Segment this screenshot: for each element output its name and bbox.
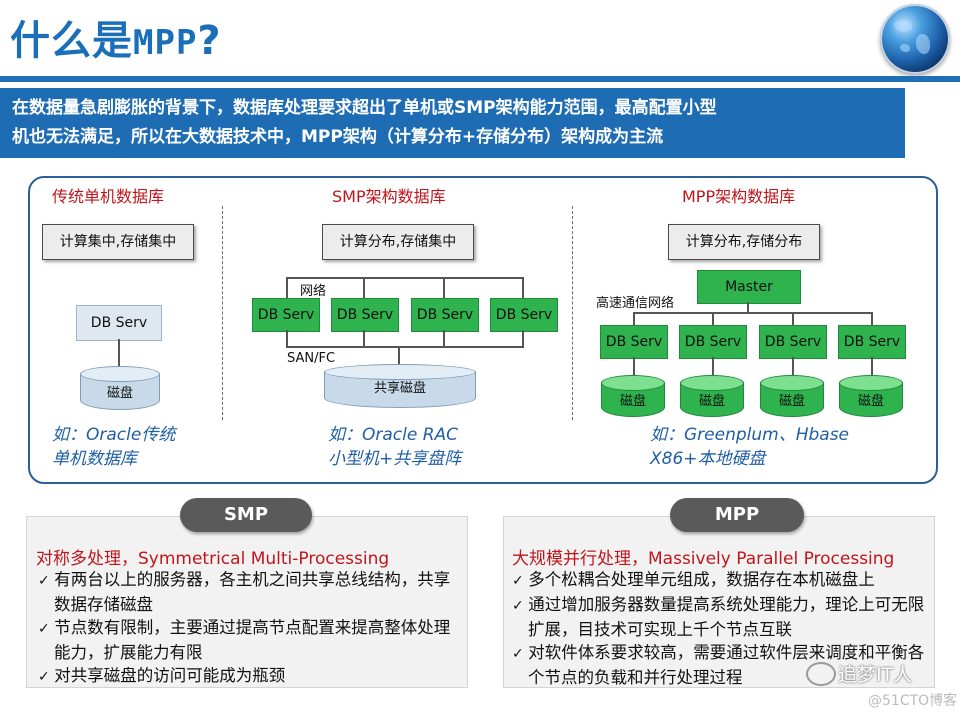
- mpp-local-disk: 磁盘: [839, 375, 903, 417]
- mpp-panel: [503, 516, 935, 688]
- check-icon: ✓: [512, 598, 529, 614]
- single-db-disk: 磁盘: [80, 366, 160, 410]
- single-db-server: DB Serv: [76, 305, 162, 341]
- mpp-local-disk: 磁盘: [680, 375, 744, 417]
- connector-line: [871, 357, 873, 377]
- connector-line: [286, 277, 288, 299]
- connector-line: [443, 330, 445, 348]
- mpp-bullet-list: ✓ 多个松耦合处理单元组成，数据存在本机磁盘上 ✓ 通过增加服务器数量提高系统处…: [512, 568, 930, 689]
- mpp-local-disk: 磁盘: [601, 375, 665, 417]
- smp-db-title: SMP架构数据库: [332, 187, 446, 206]
- list-item: ✓ 对共享磁盘的访问可能成为瓶颈: [38, 666, 286, 685]
- smp-bullet-list: ✓ 有两台以上的服务器，各主机之间共享总线结构，共享数据存储磁盘 ✓ 节点数有限…: [38, 568, 462, 689]
- intro-text: 在数据量急剧膨胀的背景下，数据库处理要求超出了单机或SMP架构能力范围，最高配置…: [12, 98, 717, 147]
- single-db-title: 传统单机数据库: [52, 187, 165, 206]
- list-item: ✓ 有两台以上的服务器，各主机之间共享总线结构，共享数据存储磁盘: [38, 570, 451, 614]
- connector-line: [792, 312, 794, 326]
- page-title: 什么是MPP?: [10, 18, 222, 64]
- smp-san-bus: [286, 346, 524, 348]
- smp-network-label: 网络: [300, 284, 327, 299]
- connector-line: [747, 302, 749, 314]
- mpp-network-label: 高速通信网络: [596, 296, 675, 311]
- smp-shared-disk: 共享磁盘: [324, 364, 476, 408]
- list-item: ✓ 对软件体系要求较高，需要通过软件层来调度和平衡各个节点的负载和并行处理过程: [512, 643, 925, 687]
- mpp-local-disk-label: 磁盘: [698, 394, 725, 409]
- check-icon: ✓: [512, 646, 529, 662]
- check-icon: ✓: [512, 573, 529, 589]
- mpp-db-server: DB Serv: [838, 325, 906, 359]
- mpp-local-disk-label: 磁盘: [857, 394, 884, 409]
- mpp-db-title: MPP架构数据库: [682, 187, 796, 206]
- connector-line: [792, 357, 794, 377]
- connector-line: [398, 346, 400, 366]
- single-db-mode-box: 计算集中,存储集中: [42, 224, 194, 260]
- watermark-name: 追梦IT人: [838, 664, 913, 686]
- single-db-example: 如：Oracle传统 单机数据库: [52, 425, 176, 469]
- mpp-master-node: Master: [697, 270, 801, 304]
- smp-san-label: SAN/FC: [287, 351, 336, 366]
- mpp-heading: 大规模并行处理，Massively Parallel Processing: [512, 549, 895, 569]
- list-item: ✓ 通过增加服务器数量提高系统处理能力，理论上可无限扩展，目技术可实现上千个节点…: [512, 595, 925, 639]
- connector-line: [118, 339, 120, 369]
- mpp-network-bus: [633, 312, 873, 314]
- connector-line: [363, 277, 365, 299]
- header-divider: [0, 76, 960, 82]
- smp-heading: 对称多处理，Symmetrical Multi-Processing: [36, 549, 390, 569]
- title-bar: [0, 0, 960, 76]
- mpp-db-server: DB Serv: [600, 325, 668, 359]
- column-separator: [572, 206, 573, 420]
- connector-line: [522, 330, 524, 348]
- check-icon: ✓: [38, 573, 55, 589]
- connector-line: [363, 330, 365, 348]
- smp-panel: [26, 516, 468, 688]
- smp-shared-disk-label: 共享磁盘: [373, 381, 426, 396]
- connector-line: [633, 357, 635, 377]
- check-icon: ✓: [38, 621, 55, 637]
- single-db-disk-label: 磁盘: [106, 386, 133, 401]
- wechat-icon: [806, 662, 836, 686]
- smp-db-server: DB Serv: [331, 298, 399, 332]
- connector-line: [286, 330, 288, 348]
- list-item: ✓ 多个松耦合处理单元组成，数据存在本机磁盘上: [512, 570, 875, 589]
- smp-db-example: 如：Oracle RAC 小型机+共享盘阵: [328, 425, 462, 469]
- connector-line: [712, 357, 714, 377]
- smp-network-bus: [286, 277, 524, 279]
- mpp-db-mode-box: 计算分布,存储分布: [668, 224, 820, 260]
- mpp-local-disk: 磁盘: [760, 375, 824, 417]
- mpp-local-disk-label: 磁盘: [778, 394, 805, 409]
- column-separator: [222, 206, 223, 420]
- connector-line: [712, 312, 714, 326]
- connector-line: [633, 312, 635, 326]
- connector-line: [871, 312, 873, 326]
- mpp-db-example: 如：Greenplum、Hbase X86+本地硬盘: [650, 425, 850, 469]
- check-icon: ✓: [38, 669, 55, 685]
- smp-db-server: DB Serv: [411, 298, 479, 332]
- smp-pill: SMP: [180, 498, 312, 532]
- globe-icon: [880, 4, 950, 74]
- mpp-db-server: DB Serv: [679, 325, 747, 359]
- mpp-local-disk-label: 磁盘: [619, 394, 646, 409]
- list-item: ✓ 节点数有限制，主要通过提高节点配置来提高整体处理能力，扩展能力有限: [38, 618, 451, 662]
- mpp-db-server: DB Serv: [759, 325, 827, 359]
- smp-db-mode-box: 计算分布,存储集中: [322, 224, 474, 260]
- mpp-pill: MPP: [670, 498, 804, 532]
- intro-banner: [0, 88, 905, 158]
- smp-db-server: DB Serv: [252, 298, 320, 332]
- connector-line: [443, 277, 445, 299]
- watermark-site: @51CTO博客: [868, 693, 958, 709]
- connector-line: [522, 277, 524, 299]
- smp-db-server: DB Serv: [490, 298, 558, 332]
